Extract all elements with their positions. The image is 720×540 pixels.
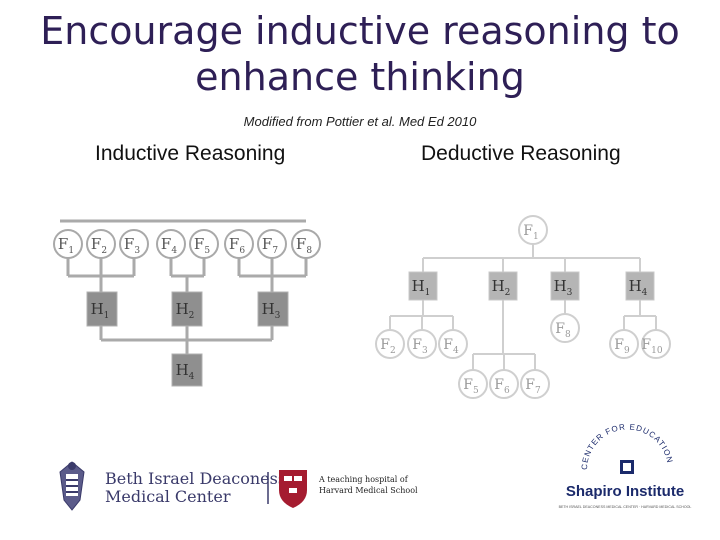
slide-title: Encourage inductive reasoning to enhance…	[0, 8, 720, 100]
inductive-fact-f6: F6	[224, 229, 254, 259]
inductive-conclusion-h4: H4	[171, 353, 203, 387]
deductive-fact-f3: F3	[407, 329, 437, 359]
inductive-tree: F1 F2 F3 F4 F5 F6 F7 F8	[53, 219, 321, 387]
svg-text:H4: H4	[629, 277, 648, 298]
deductive-fact-f8: F8	[550, 313, 580, 343]
svg-text:F7: F7	[262, 235, 278, 256]
edge-h-h4	[99, 326, 274, 354]
inductive-hypothesis-h3: H3	[257, 291, 289, 327]
svg-text:F9: F9	[614, 337, 630, 356]
deductive-fact-f9: F9	[609, 329, 639, 359]
svg-text:F4: F4	[443, 337, 459, 356]
svg-text:F5: F5	[194, 235, 210, 256]
deductive-fact-f10: F10	[641, 329, 671, 359]
edge-f-h3	[237, 258, 308, 292]
deductive-tree: F1 H1 H2 H3 H4 F2 F3 F4	[375, 215, 671, 399]
inductive-fact-f7: F7	[257, 229, 287, 259]
deductive-hypothesis-h1: H1	[408, 271, 438, 301]
svg-text:F2: F2	[91, 235, 107, 256]
deductive-hypothesis-h4: H4	[625, 271, 655, 301]
edge-h1-f	[389, 300, 454, 330]
deductive-heading: Deductive Reasoning	[421, 142, 621, 165]
svg-text:F1: F1	[58, 235, 74, 256]
deductive-fact-f4: F4	[438, 329, 468, 359]
deductive-fact-f7: F7	[520, 369, 550, 399]
svg-text:F8: F8	[555, 321, 571, 340]
deductive-fact-f2: F2	[375, 329, 405, 359]
deductive-fact-f5: F5	[458, 369, 488, 399]
deductive-fact-f6: F6	[489, 369, 519, 399]
svg-text:H1: H1	[412, 277, 431, 298]
svg-text:H1: H1	[91, 300, 110, 321]
title-line-2: enhance thinking	[195, 55, 525, 99]
bidmc-name-line-2: Medical Center	[105, 487, 231, 506]
harvard-shield-icon	[279, 470, 307, 508]
edge-h2-f	[472, 300, 536, 370]
citation: Modified from Pottier et al. Med Ed 2010	[243, 114, 477, 129]
svg-text:H3: H3	[554, 277, 573, 298]
svg-text:F6: F6	[494, 377, 510, 396]
svg-text:H4: H4	[176, 361, 195, 382]
edge-f-h2	[169, 258, 206, 292]
svg-text:F5: F5	[463, 377, 479, 396]
svg-text:H2: H2	[492, 277, 511, 298]
inductive-hypothesis-h2: H2	[171, 291, 203, 327]
bidmc-emblem-icon	[59, 461, 85, 511]
inductive-fact-f3: F3	[119, 229, 149, 259]
deductive-hypothesis-h2: H2	[488, 271, 518, 301]
svg-text:F2: F2	[380, 337, 395, 356]
svg-text:F7: F7	[525, 377, 541, 396]
deductive-root-f1: F1	[518, 215, 548, 245]
bidmc-name-line-1: Beth Israel Deaconess	[105, 469, 286, 488]
shapiro-logo: CENTER FOR EDUCATION Shapiro Institute B…	[559, 422, 692, 509]
svg-text:F1: F1	[523, 223, 538, 242]
svg-text:F3: F3	[412, 337, 428, 356]
inductive-fact-f8: F8	[291, 229, 321, 259]
edge-f1-h	[422, 244, 641, 272]
svg-text:H2: H2	[176, 300, 195, 321]
inductive-fact-f1: F1	[53, 229, 83, 259]
svg-text:F10: F10	[641, 337, 662, 356]
inductive-fact-f5: F5	[189, 229, 219, 259]
svg-text:H3: H3	[262, 300, 281, 321]
inductive-heading: Inductive Reasoning	[95, 142, 286, 165]
svg-text:F3: F3	[124, 235, 140, 256]
deductive-hypothesis-h3: H3	[550, 271, 580, 301]
teaching-line-1: A teaching hospital of	[318, 475, 409, 484]
inductive-hypothesis-h1: H1	[86, 291, 118, 327]
bidmc-logo: Beth Israel Deaconess Medical Center	[59, 461, 286, 511]
shapiro-small-print: BETH ISRAEL DEACONESS MEDICAL CENTER · H…	[559, 505, 692, 509]
edge-f-h1	[66, 258, 136, 292]
svg-text:F4: F4	[161, 235, 177, 256]
inductive-fact-f4: F4	[156, 229, 186, 259]
harvard-logo: A teaching hospital of Harvard Medical S…	[279, 470, 418, 508]
svg-text:F8: F8	[296, 235, 312, 256]
teaching-line-2: Harvard Medical School	[319, 486, 418, 495]
title-line-1: Encourage inductive reasoning to	[40, 9, 680, 53]
svg-text:F6: F6	[229, 235, 245, 256]
shapiro-name: Shapiro Institute	[566, 483, 684, 500]
inductive-fact-f2: F2	[86, 229, 116, 259]
edge-h4-f	[623, 300, 657, 330]
